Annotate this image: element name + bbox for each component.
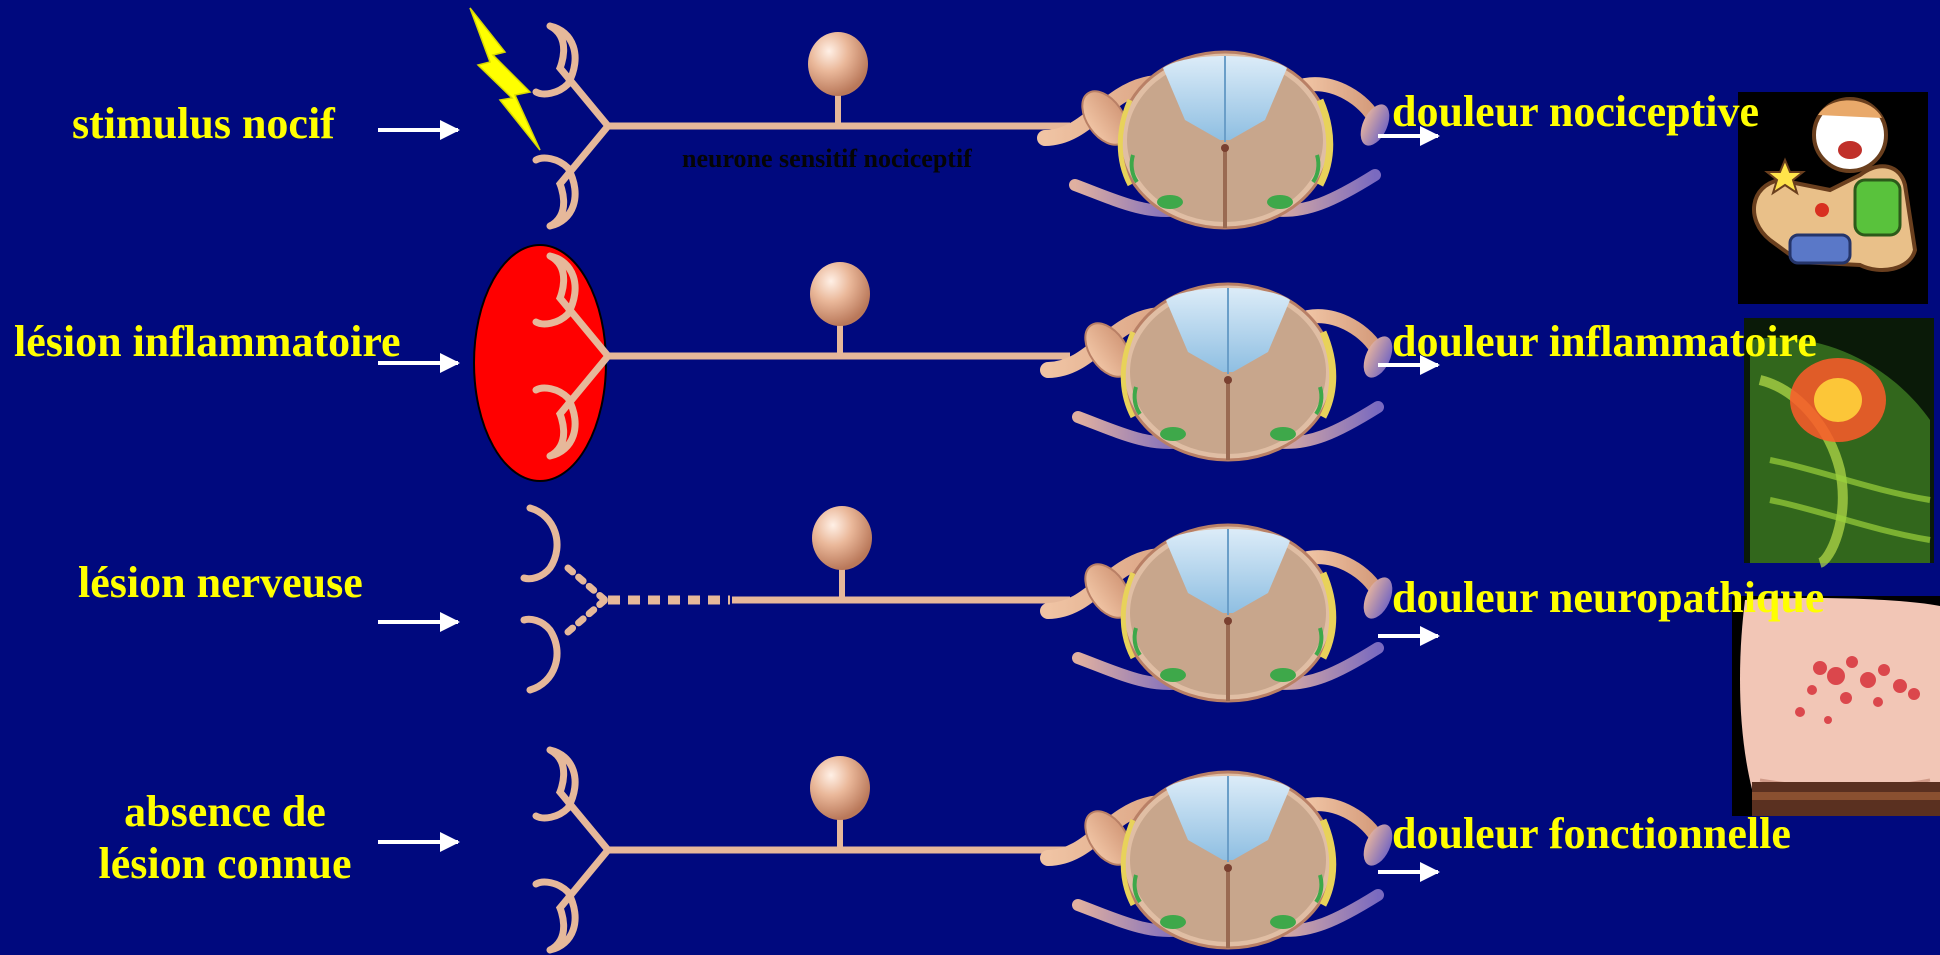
damaged-nerve-ending: [524, 508, 730, 690]
row-nociceptive: [378, 8, 1438, 228]
nerve-ending: [536, 26, 608, 226]
result-label-2: douleur inflammatoire: [1392, 316, 1817, 368]
inflammation-zone: [474, 245, 606, 481]
skin-rash-image: [1732, 596, 1940, 816]
result-label-1: douleur nociceptive: [1392, 86, 1759, 138]
neuron-label: neurone sensitif nociceptif: [682, 144, 972, 174]
cause-label-3: lésion nerveuse: [78, 557, 363, 609]
cause-label-2: lésion inflammatoire: [14, 316, 401, 368]
row-inflammatory: [378, 245, 1438, 481]
cause-label-1: stimulus nocif: [72, 98, 335, 150]
lightning-bolt-icon: [470, 8, 540, 150]
cell-body: [808, 32, 868, 126]
crying-child-image: [1738, 92, 1928, 304]
cause-label-4b: lésion connue: [80, 838, 370, 890]
spinal-cord: [1045, 52, 1395, 228]
cause-label-4a: absence de: [80, 786, 370, 838]
row-functional: [378, 750, 1438, 950]
result-label-3: douleur neuropathique: [1392, 572, 1824, 624]
result-label-4: douleur fonctionnelle: [1392, 808, 1791, 860]
row-neuropathic: [378, 506, 1438, 701]
